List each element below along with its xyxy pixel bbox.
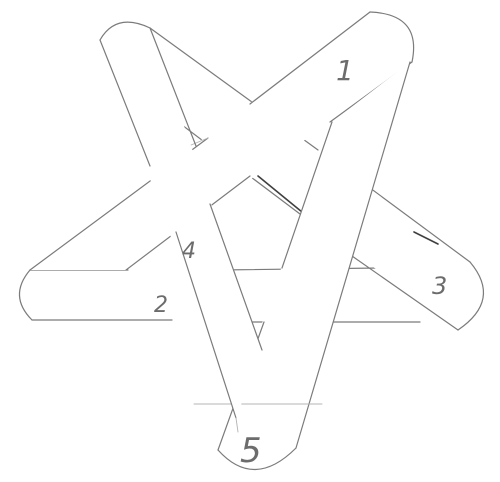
band-3-label: 3 [432, 272, 447, 300]
band-5-label: 5 [240, 431, 262, 471]
band-2-label: 2 [154, 293, 168, 318]
band-1-label: 1 [336, 54, 354, 87]
band-4-label: 4 [182, 239, 196, 264]
